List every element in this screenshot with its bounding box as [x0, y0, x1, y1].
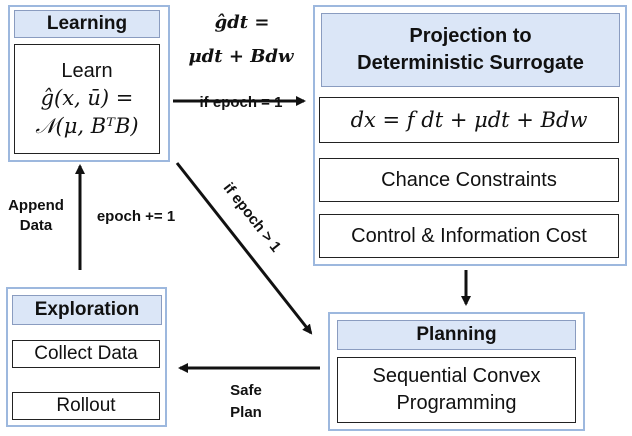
top-equation-line1: ĝdt =	[214, 12, 270, 33]
control-information-cost-box: Control & Information Cost	[319, 214, 619, 258]
learn-equation-line1: ĝ(x, ū) =	[40, 86, 134, 110]
if-epoch-equals-1-label: if epoch = 1	[199, 94, 283, 111]
append-data-label: Append Data	[0, 196, 72, 236]
learn-model-box: Learn ĝ(x, ū) = 𝒩(μ, BᵀB)	[14, 44, 160, 154]
top-equation-line2: μdt + Bdw	[188, 46, 294, 67]
collect-data-box: Collect Data	[12, 340, 160, 368]
epoch-increment-label: epoch += 1	[96, 208, 176, 225]
exploration-header: Exploration	[12, 295, 162, 325]
learn-equation-line2: 𝒩(μ, BᵀB)	[35, 114, 139, 138]
sequential-convex-line1: Sequential Convex	[372, 365, 541, 387]
dynamics-equation-box: dx = f dt + μdt + Bdw	[319, 97, 619, 143]
safe-plan-line2: Plan	[230, 404, 262, 421]
sequential-convex-box: Sequential Convex Programming	[337, 357, 576, 423]
projection-header: Projection to Deterministic Surrogate	[321, 13, 620, 87]
rollout-box: Rollout	[12, 392, 160, 420]
sequential-convex-line2: Programming	[396, 392, 517, 414]
learning-header: Learning	[14, 10, 160, 38]
chance-constraints-box: Chance Constraints	[319, 158, 619, 202]
learn-label: Learn	[61, 60, 113, 82]
projection-header-line2: Deterministic Surrogate	[357, 52, 584, 74]
safe-plan-label: Safe Plan	[216, 380, 276, 424]
arrow-learning-to-planning	[175, 162, 313, 335]
safe-plan-line1: Safe	[230, 382, 262, 399]
append-data-line2: Data	[19, 217, 53, 234]
projection-header-line1: Projection to	[409, 25, 532, 47]
planning-header: Planning	[337, 320, 576, 350]
append-data-line1: Append	[8, 197, 64, 214]
